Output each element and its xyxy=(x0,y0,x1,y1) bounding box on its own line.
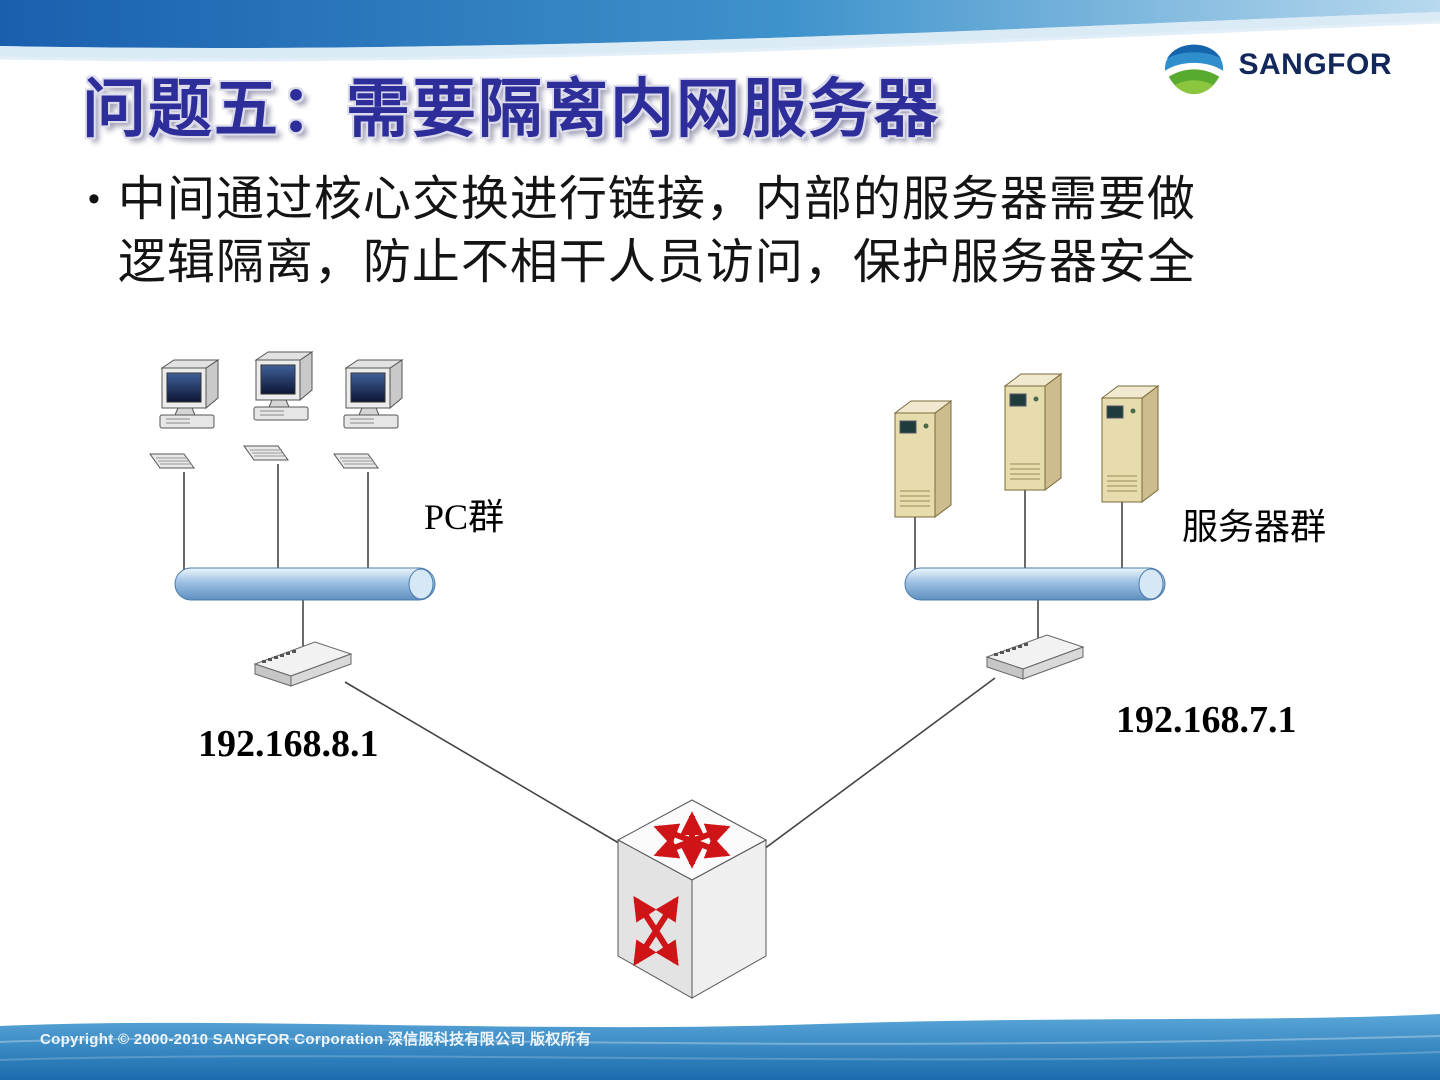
header-swoosh xyxy=(0,0,1440,62)
sangfor-globe-icon xyxy=(1164,35,1223,95)
server-icon xyxy=(1101,385,1159,503)
server-icon xyxy=(894,400,952,518)
bullet-line-1: 中间通过核心交换进行链接，内部的服务器需要做 xyxy=(117,173,1196,226)
pc-icon xyxy=(243,351,313,461)
bullet-item: • 中间通过核心交换进行链接，内部的服务器需要做 逻辑隔离，防止不相干人员访问，… xyxy=(88,168,1196,295)
sangfor-logo: SANGFOR xyxy=(1163,34,1393,96)
pc-icon xyxy=(149,359,219,469)
switch-icon xyxy=(986,634,1084,680)
connector-lines xyxy=(183,464,1123,853)
footer-band xyxy=(0,1014,1440,1080)
core-switch-icon xyxy=(616,799,768,999)
right-switch-ip-label: 192.168.7.1 xyxy=(1116,699,1297,741)
bullet-marker: • xyxy=(88,180,100,218)
network-diagram: PC群 服务器群 192.168.8.1 192.168.7.1 xyxy=(0,340,1440,1020)
pc-icon xyxy=(333,359,403,469)
sangfor-logo-text: SANGFOR xyxy=(1238,48,1392,81)
server-icon xyxy=(1004,373,1062,491)
ethernet-bus-right xyxy=(904,567,1166,601)
ethernet-bus-left xyxy=(174,567,436,601)
pc-group-label: PC群 xyxy=(424,497,505,537)
page-title: 问题五：需要隔离内网服务器 xyxy=(82,73,940,145)
server-group-label: 服务器群 xyxy=(1182,507,1327,547)
diagram-canvas xyxy=(149,351,1166,999)
bullet-text: 中间通过核心交换进行链接，内部的服务器需要做 逻辑隔离，防止不相干人员访问，保护… xyxy=(118,168,1196,295)
copyright-text: Copyright © 2000-2010 SANGFOR Corporatio… xyxy=(40,1031,592,1048)
left-switch-ip-label: 192.168.8.1 xyxy=(198,723,379,765)
bullet-line-2: 逻辑隔离，防止不相干人员访问，保护服务器安全 xyxy=(117,236,1196,290)
switch-icon xyxy=(254,641,352,687)
